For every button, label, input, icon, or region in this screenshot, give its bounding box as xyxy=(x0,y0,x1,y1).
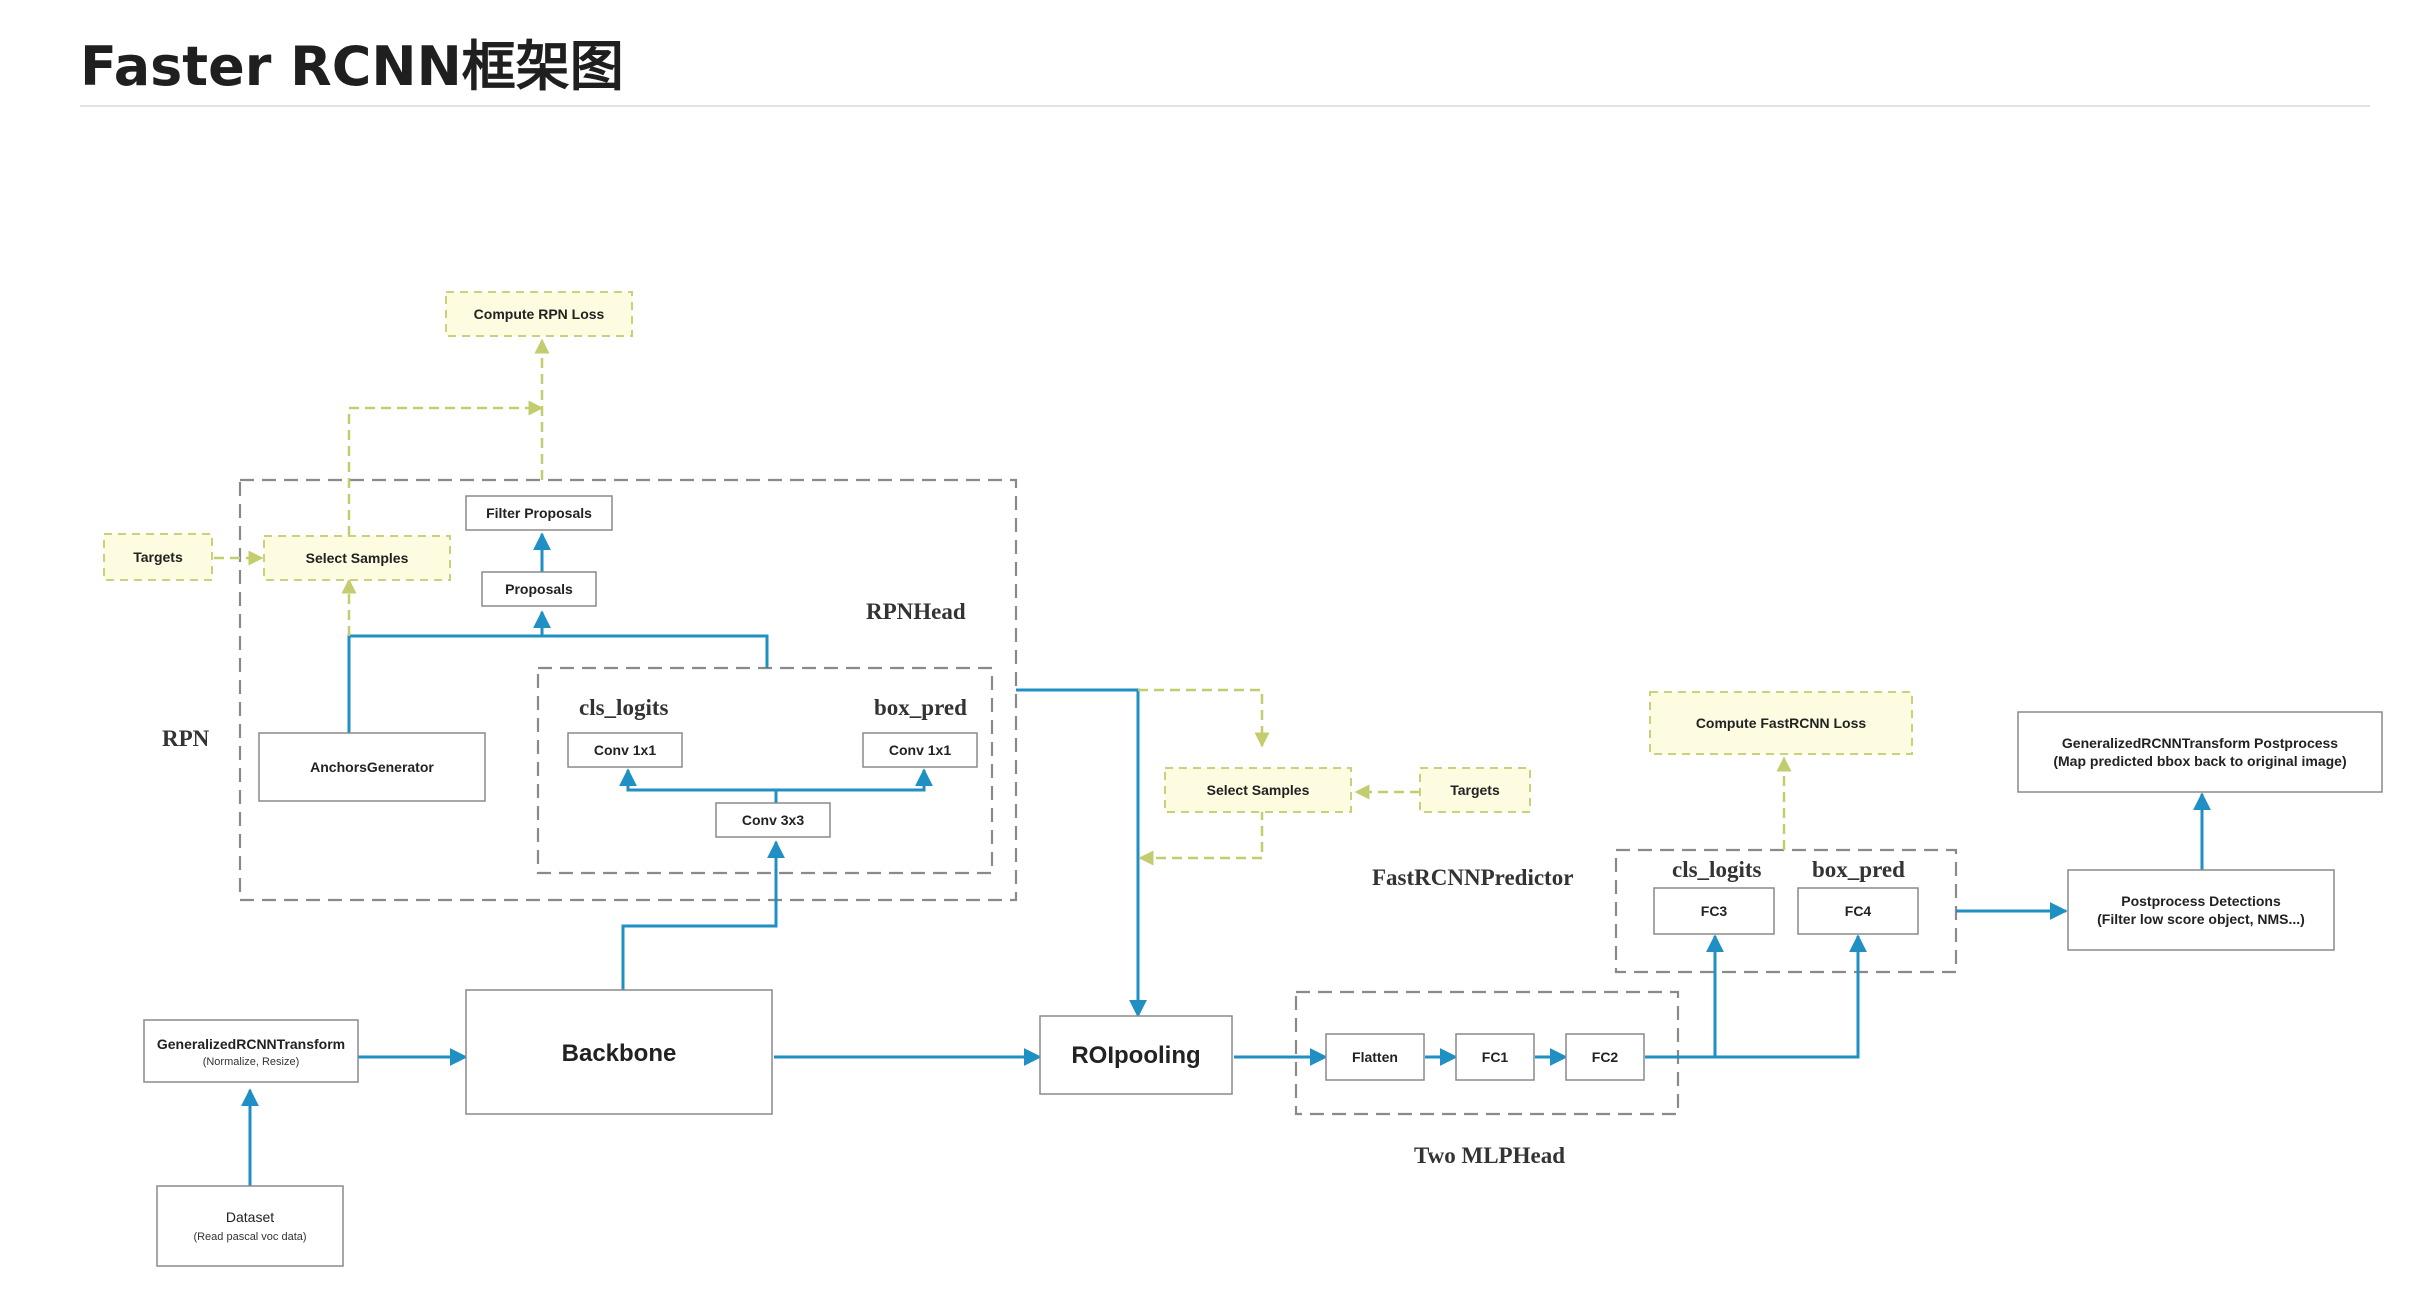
targets-rpn-node: Targets xyxy=(103,533,213,581)
rpn-conv3x3-node: Conv 3x3 xyxy=(715,802,831,838)
fast-cls-logits-label: cls_logits xyxy=(1672,857,1761,882)
anchors-generator-label: AnchorsGenerator xyxy=(310,759,434,775)
targets-rpn-label: Targets xyxy=(133,549,183,565)
select-samples-roi-node: Select Samples xyxy=(1164,767,1352,813)
fast-box-pred-label: box_pred xyxy=(1812,857,1905,882)
two-mlp-head-label: Two MLPHead xyxy=(1414,1143,1565,1168)
arrow-select-samples-to-rpn-loss xyxy=(347,400,544,536)
postprocess-subtitle: (Filter low score object, NMS...) xyxy=(2097,911,2305,927)
flatten-node: Flatten xyxy=(1325,1033,1425,1081)
transform-postprocess-title: GeneralizedRCNNTransform Postprocess xyxy=(2062,735,2338,751)
proposals-node: Proposals xyxy=(481,571,597,607)
select-samples-rpn-label: Select Samples xyxy=(306,550,409,566)
fc2-label: FC2 xyxy=(1592,1049,1619,1065)
rpn-cls-conv-label: Conv 1x1 xyxy=(594,742,656,758)
rpn-conv3x3-label: Conv 3x3 xyxy=(742,812,804,828)
transform-title: GeneralizedRCNNTransform xyxy=(157,1036,345,1052)
transform-postprocess-subtitle: (Map predicted bbox back to original ima… xyxy=(2053,753,2346,769)
rpn-box-conv-node: Conv 1x1 xyxy=(862,732,978,768)
arrow-conv3x3-to-box-conv xyxy=(776,768,933,792)
filter-proposals-label: Filter Proposals xyxy=(486,505,592,521)
fc3-node: FC3 xyxy=(1653,887,1775,935)
fc4-label: FC4 xyxy=(1845,903,1872,919)
anchors-generator-node: AnchorsGenerator xyxy=(258,732,486,802)
targets-roi-node: Targets xyxy=(1419,767,1531,813)
rpn-cls-logits-label: cls_logits xyxy=(579,695,668,720)
transform-node: GeneralizedRCNNTransform (Normalize, Res… xyxy=(143,1019,359,1083)
rpn-head-label: RPNHead xyxy=(866,599,966,624)
arrow-rpn-to-roipooling xyxy=(1016,688,1147,1018)
rpn-box-conv-label: Conv 1x1 xyxy=(889,742,951,758)
fc4-node: FC4 xyxy=(1797,887,1919,935)
title-divider xyxy=(80,105,2370,107)
compute-rpn-loss-node: Compute RPN Loss xyxy=(445,291,633,337)
two-mlp-head-group xyxy=(1294,990,1680,1116)
compute-fastrcnn-loss-node: Compute FastRCNN Loss xyxy=(1649,691,1913,755)
select-samples-roi-label: Select Samples xyxy=(1207,782,1310,798)
dataset-title: Dataset xyxy=(226,1209,274,1225)
fc1-label: FC1 xyxy=(1482,1049,1509,1065)
arrow-anchors-to-proposals xyxy=(347,610,551,736)
arrow-conv3x3-to-cls-conv xyxy=(619,768,778,808)
proposals-label: Proposals xyxy=(505,581,573,597)
fast-predictor-label: FastRCNNPredictor xyxy=(1372,865,1573,890)
transform-postprocess-node: GeneralizedRCNNTransform Postprocess (Ma… xyxy=(2017,711,2383,793)
select-samples-rpn-node: Select Samples xyxy=(263,535,451,581)
postprocess-detections-node: Postprocess Detections (Filter low score… xyxy=(2067,869,2335,951)
flatten-label: Flatten xyxy=(1352,1049,1398,1065)
compute-fastrcnn-loss-label: Compute FastRCNN Loss xyxy=(1696,715,1867,731)
dataset-node: Dataset (Read pascal voc data) xyxy=(156,1185,344,1267)
dataset-subtitle: (Read pascal voc data) xyxy=(193,1231,306,1243)
page-title: Faster RCNN框架图 xyxy=(80,35,624,98)
arrow-backbone-to-conv3x3 xyxy=(621,840,785,992)
fc2-node: FC2 xyxy=(1565,1033,1645,1081)
backbone-node: Backbone xyxy=(465,989,773,1115)
rpn-head-group xyxy=(536,666,994,875)
arrow-select-samples-roi-to-roipooling xyxy=(1138,810,1264,866)
compute-rpn-loss-label: Compute RPN Loss xyxy=(474,306,605,322)
targets-roi-label: Targets xyxy=(1450,782,1500,798)
roipooling-node: ROIpooling xyxy=(1039,1015,1233,1095)
fc3-label: FC3 xyxy=(1701,903,1728,919)
filter-proposals-node: Filter Proposals xyxy=(465,495,613,531)
rpn-box-pred-label: box_pred xyxy=(874,695,967,720)
rpn-label: RPN xyxy=(162,726,210,751)
transform-subtitle: (Normalize, Resize) xyxy=(203,1056,300,1068)
rpn-cls-conv-node: Conv 1x1 xyxy=(567,732,683,768)
postprocess-title: Postprocess Detections xyxy=(2121,893,2281,909)
fc1-node: FC1 xyxy=(1455,1033,1535,1081)
rpn-group xyxy=(238,478,1018,902)
roipooling-label: ROIpooling xyxy=(1071,1042,1200,1069)
arrow-rpn-to-select-samples-roi xyxy=(1138,688,1270,748)
arrow-rpnhead-to-proposals xyxy=(542,634,769,668)
backbone-label: Backbone xyxy=(562,1040,677,1067)
